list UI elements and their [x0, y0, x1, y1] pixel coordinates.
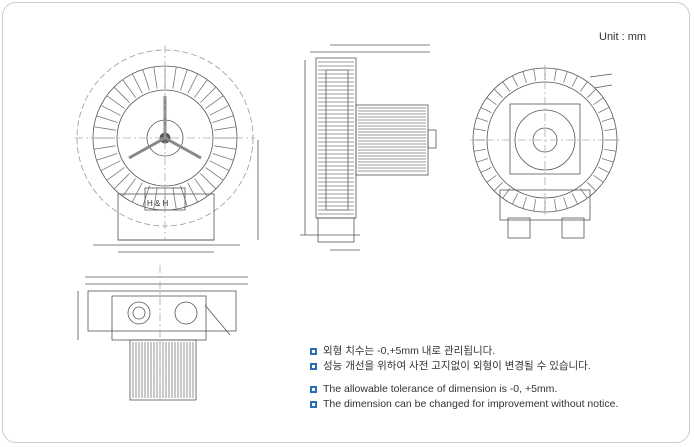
top-view [77, 265, 248, 402]
fin-line [122, 178, 136, 197]
fin-line [587, 182, 597, 192]
bullet-icon [310, 348, 317, 355]
bullet-icon [310, 363, 317, 370]
fin-line [131, 182, 143, 203]
front-view: H & H [75, 45, 259, 253]
fin-line [96, 153, 118, 161]
fin-line [553, 199, 557, 212]
note-text: 성능 개선을 위하여 사전 고지없이 외형이 변경될 수 있습니다. [323, 360, 591, 372]
fin-line [209, 104, 230, 116]
fin-line [473, 148, 486, 152]
fin-line [533, 199, 537, 212]
fin-line [106, 95, 125, 109]
fin-line [486, 97, 497, 106]
fin-line [200, 173, 217, 190]
fin-line [587, 88, 597, 98]
fin-line [142, 185, 150, 207]
fin-line [212, 115, 234, 123]
side-view [300, 44, 437, 251]
fin-line [601, 158, 614, 163]
fin-line [205, 167, 224, 181]
fin-line [214, 145, 237, 150]
fin-line [571, 75, 579, 87]
fin-line [563, 71, 568, 84]
fin-line [212, 153, 234, 161]
fin-line [153, 187, 158, 210]
note-text: The dimension can be changed for improve… [323, 398, 619, 410]
fin-line [493, 182, 503, 192]
h-and-h-label: H & H [147, 199, 169, 208]
unit-label: Unit : mm [599, 31, 647, 43]
fin-line [93, 145, 116, 150]
note-item: 성능 개선을 위하여 사전 고지없이 외형이 변경될 수 있습니다. [310, 359, 618, 374]
fin-line [563, 196, 568, 209]
fin-line [200, 86, 217, 103]
fin-line [598, 106, 610, 114]
fin-line [553, 68, 557, 81]
fin-line [522, 71, 527, 84]
rear-view [470, 65, 620, 239]
fin-line [511, 75, 519, 87]
fin-line [476, 117, 489, 122]
fin-line [100, 160, 121, 172]
fin-line [93, 126, 116, 131]
fin-line [604, 148, 617, 152]
fin-line [194, 79, 208, 98]
fin-line [486, 174, 497, 183]
fin-line [522, 196, 527, 209]
drawing-frame [2, 2, 690, 443]
fin-line [209, 160, 230, 172]
fin-line [480, 166, 492, 174]
fin-line [106, 167, 125, 181]
fin-line [473, 128, 486, 132]
fin-line [100, 104, 121, 116]
notes-block: 외형 치수는 -0,+5mm 내로 관리됩니다. 성능 개선을 위하여 사전 고… [310, 344, 618, 412]
fin-line [122, 79, 136, 98]
fin-line [194, 178, 208, 197]
fin-line [96, 115, 118, 123]
fin-line [598, 166, 610, 174]
fin-line [480, 106, 492, 114]
bullet-icon [310, 401, 317, 408]
fin-line [113, 86, 130, 103]
fin-line [604, 128, 617, 132]
fin-line [476, 158, 489, 163]
note-item: The allowable tolerance of dimension is … [310, 382, 618, 397]
fin-line [180, 185, 188, 207]
fin-line [571, 193, 579, 205]
fin-line [511, 193, 519, 205]
fin-line [172, 187, 177, 210]
fin-line [579, 81, 588, 92]
fin-line [187, 182, 199, 203]
fin-line [172, 66, 177, 89]
fin-line [593, 174, 604, 183]
note-item: 외형 치수는 -0,+5mm 내로 관리됩니다. [310, 344, 618, 359]
fin-line [205, 95, 224, 109]
fin-line [153, 66, 158, 89]
fin-line [214, 126, 237, 131]
fin-line [113, 173, 130, 190]
fin-line [502, 81, 511, 92]
fin-line [593, 97, 604, 106]
note-item: The dimension can be changed for improve… [310, 397, 618, 412]
fin-line [533, 68, 537, 81]
fin-line [187, 73, 199, 94]
note-text: 외형 치수는 -0,+5mm 내로 관리됩니다. [323, 345, 496, 357]
fin-line [493, 88, 503, 98]
fin-line [601, 117, 614, 122]
note-text: The allowable tolerance of dimension is … [323, 383, 558, 395]
fin-line [142, 69, 150, 91]
fin-line [180, 69, 188, 91]
bullet-icon [310, 386, 317, 393]
fin-line [131, 73, 143, 94]
